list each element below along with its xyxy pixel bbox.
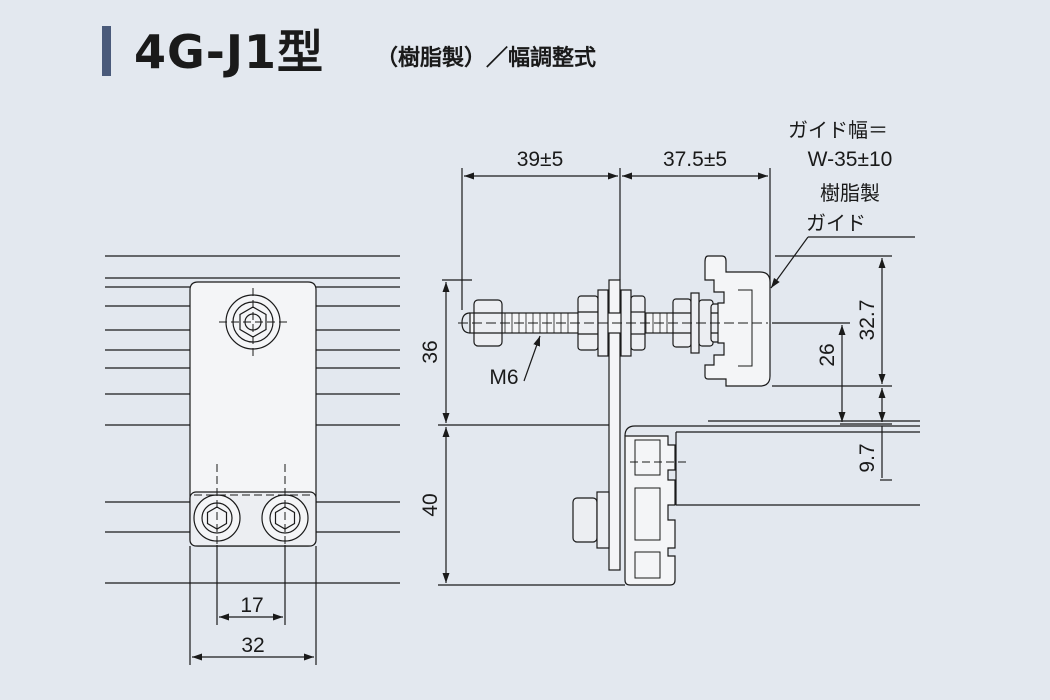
dimension-32: 32 [241,634,264,657]
title-accent-bar [102,26,111,76]
resin-guide-label-2: ガイド [806,211,866,235]
dimension-32-7: 32.7 [856,300,879,341]
resin-guide-label: 樹脂製 [820,181,880,205]
dimension-26: 26 [816,343,839,366]
guide-width-value: W-35±10 [808,148,893,171]
dimension-36: 36 [419,340,442,363]
page-subtitle: （樹脂製）／幅調整式 [376,46,597,71]
dimension-37-5: 37.5±5 [663,148,727,171]
side-view [438,168,920,586]
bolt-m6-label: M6 [489,366,518,389]
dimension-40: 40 [419,493,442,516]
dimension-39: 39±5 [517,148,564,171]
dimension-9-7: 9.7 [856,443,879,472]
guide-width-label: ガイド幅＝ [788,118,888,142]
dimension-17: 17 [240,594,263,617]
front-view [105,255,400,665]
page-title: 4G-J1型 [134,25,324,79]
